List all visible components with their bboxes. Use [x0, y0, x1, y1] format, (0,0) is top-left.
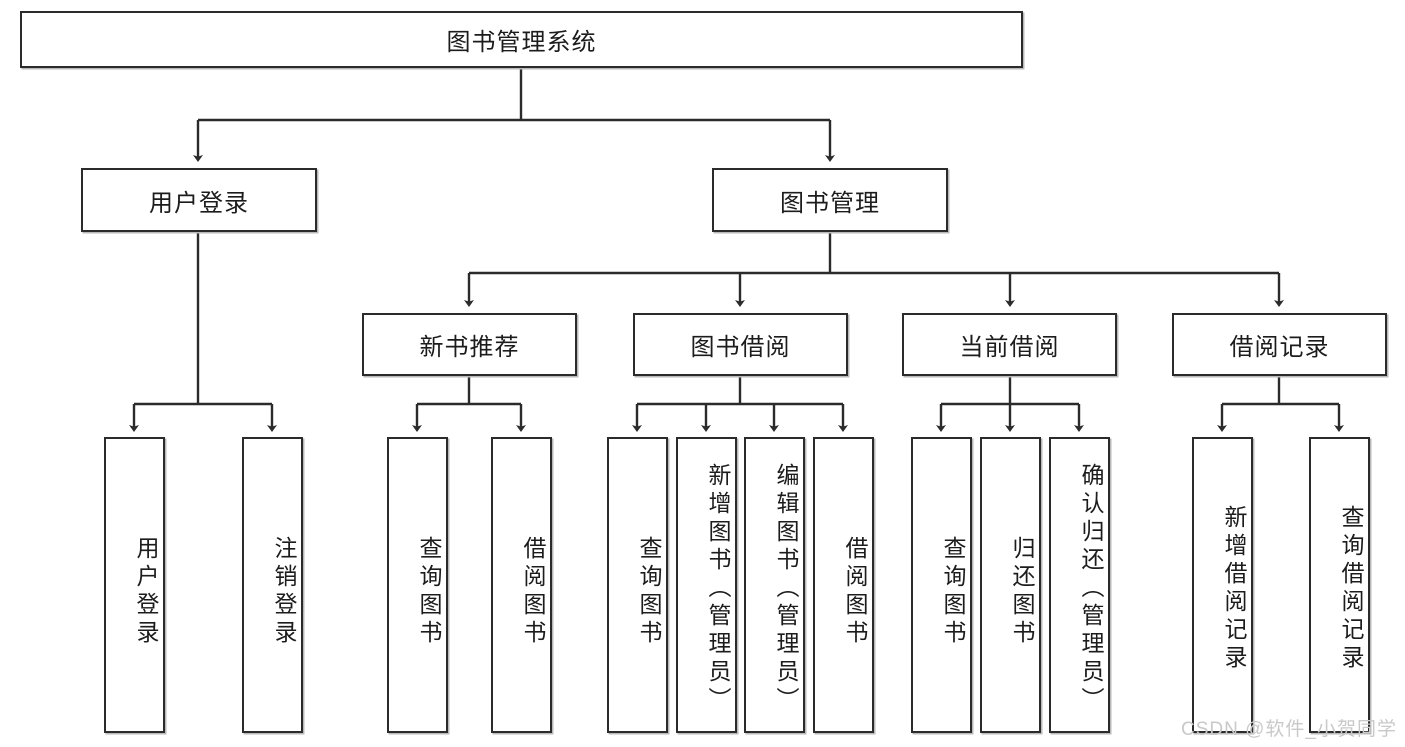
- node-leaf-borrow-book-1[interactable]: 借阅图书: [491, 437, 552, 733]
- node-leaf-query-book-2[interactable]: 查询图书: [607, 437, 668, 733]
- node-leaf-user-login[interactable]: 用户登录: [104, 437, 165, 733]
- node-leaf-borrow-book-2[interactable]: 借阅图书: [813, 437, 874, 733]
- node-leaf-add-book[interactable]: 新增图书（管理员）: [676, 437, 737, 733]
- node-label: 查询图书: [940, 536, 966, 648]
- node-label: 查询图书: [416, 536, 442, 648]
- node-new-book-recommend[interactable]: 新书推荐: [362, 313, 577, 376]
- node-label: 新增借阅记录: [1221, 505, 1247, 673]
- node-leaf-user-logout[interactable]: 注销登录: [242, 437, 303, 733]
- node-leaf-confirm-return[interactable]: 确认归还（管理员）: [1049, 437, 1110, 733]
- node-label: 图书管理: [780, 189, 880, 217]
- node-leaf-query-book-1[interactable]: 查询图书: [387, 437, 448, 733]
- node-label: 确认归还（管理员）: [1078, 463, 1104, 715]
- node-leaf-query-record[interactable]: 查询借阅记录: [1309, 437, 1370, 733]
- node-user-login[interactable]: 用户登录: [81, 168, 317, 232]
- node-book-borrow[interactable]: 图书借阅: [633, 313, 848, 376]
- node-leaf-edit-book[interactable]: 编辑图书（管理员）: [744, 437, 805, 733]
- node-leaf-return-book[interactable]: 归还图书: [980, 437, 1041, 733]
- node-current-borrow[interactable]: 当前借阅: [902, 313, 1117, 376]
- node-borrow-record[interactable]: 借阅记录: [1172, 313, 1387, 376]
- node-label: 查询图书: [636, 536, 662, 648]
- node-root-system[interactable]: 图书管理系统: [20, 11, 1023, 68]
- node-label: 编辑图书（管理员）: [773, 463, 799, 715]
- node-label: 新增图书（管理员）: [705, 463, 731, 715]
- node-label: 注销登录: [271, 536, 297, 648]
- node-label: 借阅记录: [1229, 334, 1330, 361]
- node-leaf-add-record[interactable]: 新增借阅记录: [1192, 437, 1253, 733]
- node-label: 用户登录: [149, 189, 249, 217]
- node-book-manage[interactable]: 图书管理: [712, 168, 948, 232]
- watermark: CSDN @软件_小贺同学: [1181, 719, 1397, 740]
- node-label: 图书管理系统: [446, 29, 597, 56]
- node-label: 新书推荐: [419, 334, 520, 361]
- node-label: 图书借阅: [690, 334, 791, 361]
- node-label: 借阅图书: [520, 536, 546, 648]
- node-label: 借阅图书: [842, 536, 868, 648]
- node-label: 归还图书: [1009, 536, 1035, 648]
- node-label: 用户登录: [133, 536, 159, 648]
- node-label: 当前借阅: [959, 334, 1060, 361]
- node-label: 查询借阅记录: [1338, 505, 1364, 673]
- node-leaf-query-book-3[interactable]: 查询图书: [911, 437, 972, 733]
